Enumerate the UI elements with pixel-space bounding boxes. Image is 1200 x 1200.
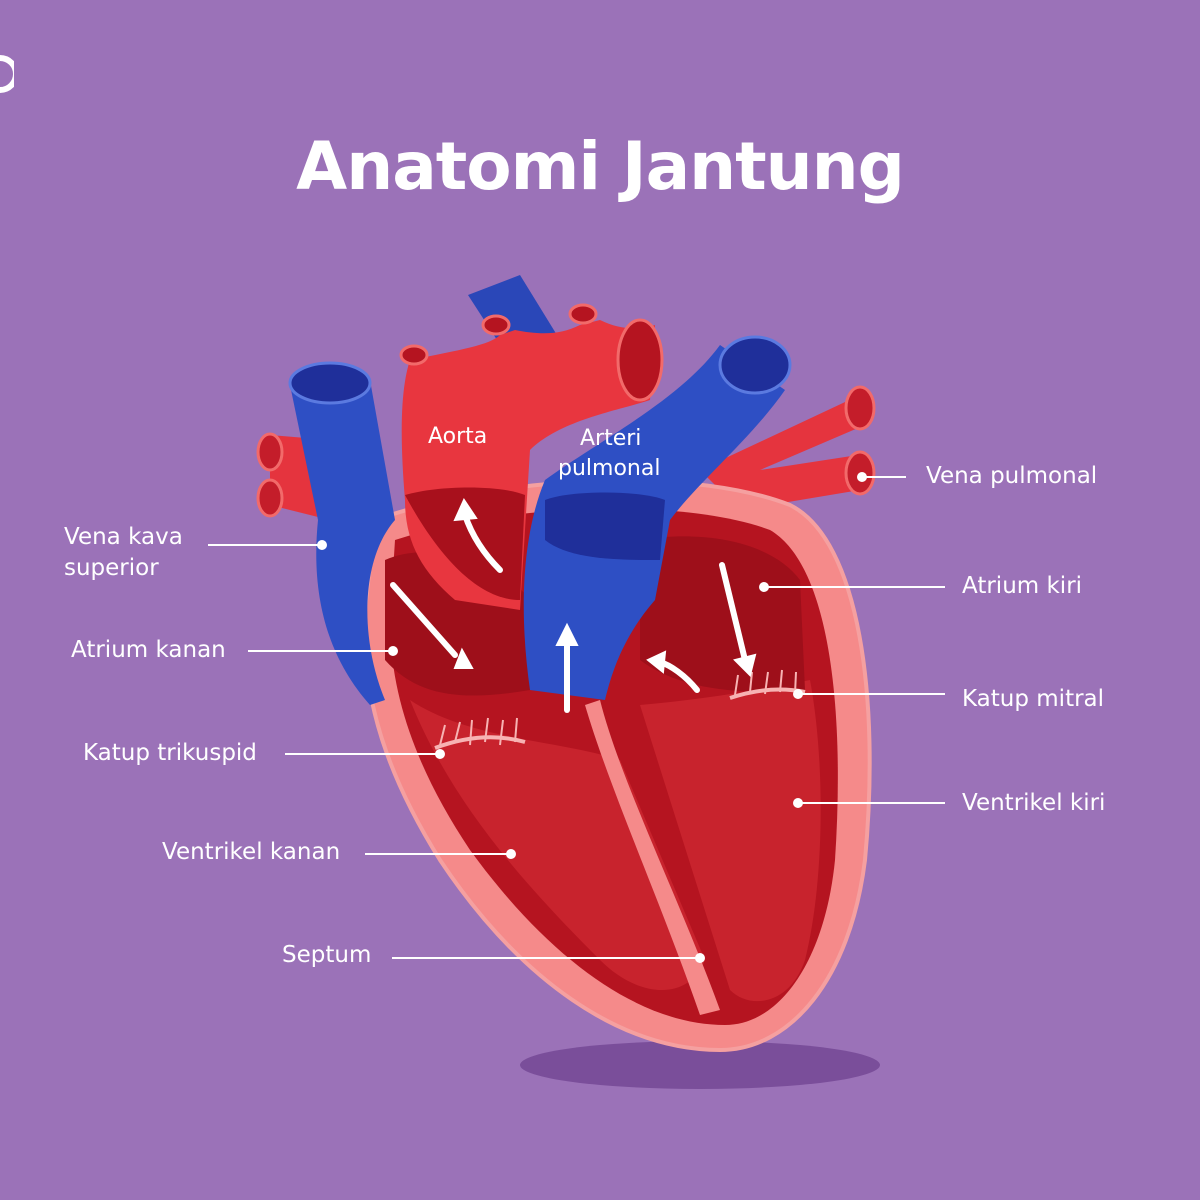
left-atrium-chamber xyxy=(640,536,805,692)
brand-logo-icon xyxy=(0,55,14,93)
heart-shadow xyxy=(520,1041,880,1089)
label-aorta: Aorta xyxy=(428,424,488,449)
label-katup-mitral: Katup mitral xyxy=(962,686,1105,712)
label-arteri-pulmonal-line1: Arteri xyxy=(580,426,642,451)
vena-cava-vessel xyxy=(288,361,395,705)
pulmonary-artery-vessel xyxy=(523,335,792,700)
right-ventricle-chamber xyxy=(410,700,705,990)
label-vena-kava-line2: superior xyxy=(64,555,159,581)
tricuspid-valve xyxy=(434,717,526,750)
label-vena-kava-line1: Vena kava xyxy=(64,524,183,550)
aorta-vessel xyxy=(399,303,664,610)
leader-lines xyxy=(208,472,945,963)
label-atrium-kiri: Atrium kiri xyxy=(962,573,1083,599)
arrow-left-atrium xyxy=(719,562,748,663)
label-vena-pulmonal: Vena pulmonal xyxy=(926,463,1098,489)
label-katup-trikuspid: Katup trikuspid xyxy=(83,740,257,766)
label-atrium-kanan: Atrium kanan xyxy=(71,637,226,663)
septum-wall xyxy=(585,700,720,1015)
page-title: Anatomi Jantung xyxy=(296,128,905,205)
label-arteri-pulmonal-line2: pulmonal xyxy=(558,456,661,481)
arrow-right-atrium xyxy=(390,582,458,658)
label-ventrikel-kanan: Ventrikel kanan xyxy=(162,839,341,865)
label-ventrikel-kiri: Ventrikel kiri xyxy=(962,790,1106,816)
blood-flow-arrows xyxy=(390,497,757,713)
label-septum: Septum xyxy=(282,942,372,968)
left-ventricle-chamber xyxy=(640,680,821,1002)
